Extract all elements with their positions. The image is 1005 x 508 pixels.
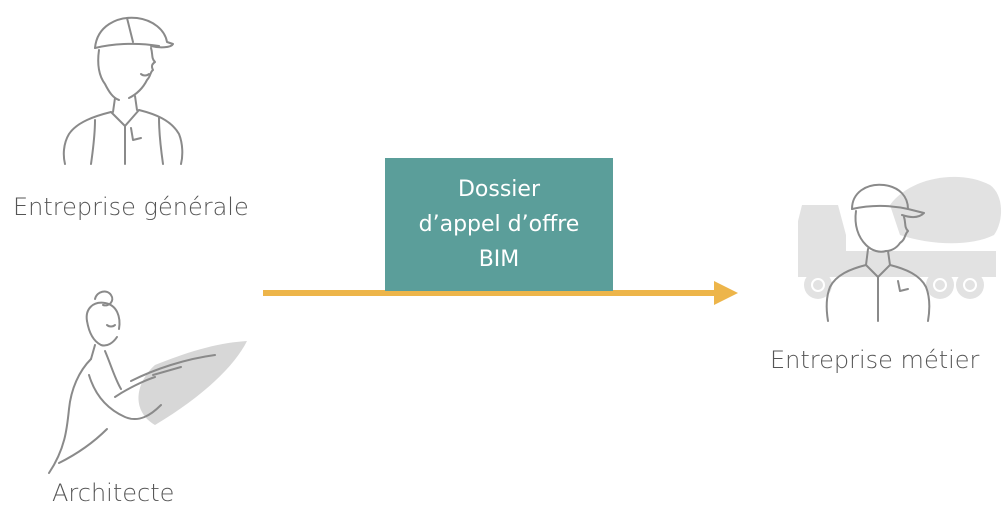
trade-contractor-label: Entreprise métier: [770, 346, 980, 374]
document-line-3: BIM: [478, 247, 520, 272]
worker-hardhat-icon: [62, 16, 184, 165]
worker-concrete-truck-icon: [798, 176, 1002, 322]
general-contractor-label: Entreprise générale: [13, 193, 249, 221]
document-line-2: d’appel d’offre: [418, 212, 580, 237]
architect-icon: [48, 290, 247, 474]
bim-tender-document-box: Dossier d’appel d’offre BIM: [385, 158, 613, 291]
document-line-1: Dossier: [457, 177, 541, 202]
architect-label: Architecte: [52, 479, 175, 507]
